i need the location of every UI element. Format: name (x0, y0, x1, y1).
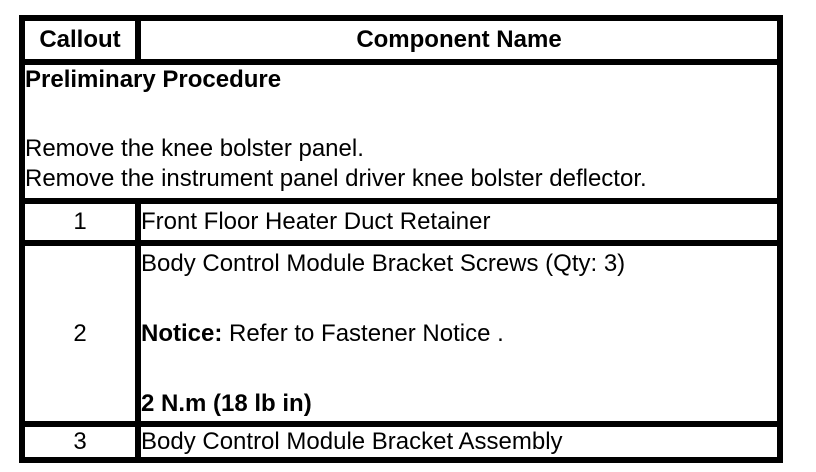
table-row-3: 3 Body Control Module Bracket Assembly (19, 421, 783, 463)
table-row-1: 1 Front Floor Heater Duct Retainer (19, 198, 783, 246)
header-callout-cell: Callout (19, 15, 141, 65)
component-name-1: Front Floor Heater Duct Retainer (135, 198, 783, 246)
torque-spec: 2 N.m (18 lb in) (141, 390, 312, 417)
preliminary-cell: Preliminary Procedure Remove the knee bo… (19, 59, 783, 204)
component-callout-table: Callout Component Name Preliminary Proce… (19, 15, 783, 463)
component-text: Body Control Module Bracket Assembly (141, 428, 563, 455)
component-text: Front Floor Heater Duct Retainer (141, 208, 491, 235)
preliminary-row: Preliminary Procedure Remove the knee bo… (19, 59, 783, 204)
notice-text: Refer to Fastener Notice . (222, 320, 504, 347)
notice-line: Notice: Refer to Fastener Notice . (141, 319, 777, 349)
component-name-2: Body Control Module Bracket Screws (Qty:… (135, 240, 783, 427)
callout-number-3: 3 (19, 421, 141, 463)
callout-number-1: 1 (19, 198, 141, 246)
header-row: Callout Component Name (19, 15, 783, 65)
preliminary-title: Preliminary Procedure (25, 66, 282, 93)
table-row-2: 2 Body Control Module Bracket Screws (Qt… (19, 240, 783, 427)
component-name-3: Body Control Module Bracket Assembly (135, 421, 783, 463)
component-text: Body Control Module Bracket Screws (Qty:… (141, 250, 626, 277)
header-component-cell: Component Name (135, 15, 783, 65)
notice-label: Notice: (141, 320, 223, 347)
preliminary-step-1: Remove the knee bolster panel. (25, 135, 364, 162)
preliminary-step-2: Remove the instrument panel driver knee … (25, 165, 647, 192)
callout-number-2: 2 (19, 240, 141, 427)
